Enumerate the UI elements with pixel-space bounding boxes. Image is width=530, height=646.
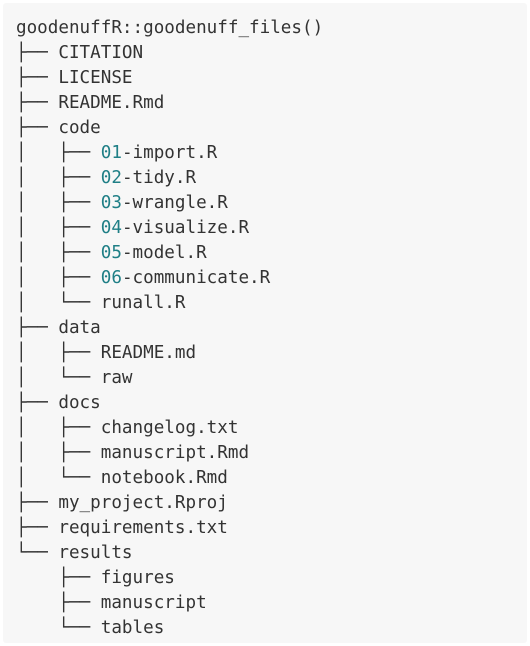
tree-entry-name: manuscript.Rmd xyxy=(100,443,250,463)
tree-branch-connector: │ ├── xyxy=(16,193,101,213)
tree-branch-connector: │ ├── xyxy=(16,443,101,463)
tree-entry: │ └── runall.R xyxy=(16,291,323,316)
tree-branch-connector: │ ├── xyxy=(16,243,101,263)
tree-entry: │ ├── 03-wrangle.R xyxy=(16,191,323,216)
tree-entry: │ ├── 01-import.R xyxy=(16,141,323,166)
tree-entry-name: figures xyxy=(100,568,175,588)
root-command: goodenuffR::goodenuff_files() xyxy=(16,18,324,38)
tree-branch-connector: │ └── xyxy=(16,368,101,388)
tree-branch-connector: ├── xyxy=(16,493,59,513)
tree-entry-name: my_project.Rproj xyxy=(58,493,228,513)
tree-entry-name: data xyxy=(58,318,101,338)
tree-branch-connector: ├── xyxy=(16,43,59,63)
tree-branch-connector: ├── xyxy=(16,593,101,613)
tree-branch-connector: │ ├── xyxy=(16,168,101,188)
tree-entry-name: LICENSE xyxy=(58,68,133,88)
file-number-prefix: 01 xyxy=(100,143,122,163)
tree-entry: ├── my_project.Rproj xyxy=(16,491,323,516)
tree-entry-name: docs xyxy=(58,393,101,413)
tree-entry-name: -visualize.R xyxy=(121,218,250,238)
tree-branch-connector: ├── xyxy=(16,393,59,413)
tree-entry-name: -communicate.R xyxy=(121,268,271,288)
tree-branch-connector: ├── xyxy=(16,118,59,138)
tree-branch-connector: │ ├── xyxy=(16,143,101,163)
tree-entry: │ ├── 04-visualize.R xyxy=(16,216,323,241)
tree-entry-name: -import.R xyxy=(121,143,218,163)
code-output-panel: goodenuffR::goodenuff_files()├── CITATIO… xyxy=(3,3,527,643)
tree-entry: │ ├── changelog.txt xyxy=(16,416,323,441)
tree-entry-name: -wrangle.R xyxy=(121,193,228,213)
tree-entry-name: tables xyxy=(100,618,165,638)
tree-entry: ├── manuscript xyxy=(16,591,323,616)
tree-entry: ├── docs xyxy=(16,391,323,416)
tree-entry-name: notebook.Rmd xyxy=(100,468,228,488)
tree-branch-connector: ├── xyxy=(16,568,101,588)
tree-entry-name: changelog.txt xyxy=(100,418,239,438)
tree-entry: └── tables xyxy=(16,616,323,641)
tree-entry-name: CITATION xyxy=(58,43,144,63)
tree-entry: ├── README.Rmd xyxy=(16,91,323,116)
tree-branch-connector: │ ├── xyxy=(16,218,101,238)
tree-entry-name: -model.R xyxy=(121,243,207,263)
tree-entry: ├── CITATION xyxy=(16,41,323,66)
tree-branch-connector: ├── xyxy=(16,93,59,113)
tree-branch-connector: └── xyxy=(16,618,101,638)
tree-branch-connector: └── xyxy=(16,543,59,563)
tree-entry: │ ├── 02-tidy.R xyxy=(16,166,323,191)
tree-branch-connector: │ ├── xyxy=(16,418,101,438)
tree-entry: │ ├── manuscript.Rmd xyxy=(16,441,323,466)
tree-branch-connector: ├── xyxy=(16,68,59,88)
tree-entry: │ └── raw xyxy=(16,366,323,391)
tree-branch-connector: │ └── xyxy=(16,293,101,313)
file-tree: goodenuffR::goodenuff_files()├── CITATIO… xyxy=(16,16,323,641)
tree-branch-connector: │ ├── xyxy=(16,343,101,363)
tree-entry-name: requirements.txt xyxy=(58,518,228,538)
file-number-prefix: 06 xyxy=(100,268,122,288)
tree-entry: ├── figures xyxy=(16,566,323,591)
tree-entry-name: -tidy.R xyxy=(121,168,197,188)
tree-entry: │ └── notebook.Rmd xyxy=(16,466,323,491)
tree-entry-name: README.md xyxy=(100,343,197,363)
tree-entry: ├── data xyxy=(16,316,323,341)
tree-entry: ├── requirements.txt xyxy=(16,516,323,541)
tree-entry: ├── LICENSE xyxy=(16,66,323,91)
tree-entry: │ ├── 05-model.R xyxy=(16,241,323,266)
tree-branch-connector: │ ├── xyxy=(16,268,101,288)
tree-entry-name: code xyxy=(58,118,101,138)
tree-entry-name: runall.R xyxy=(100,293,186,313)
tree-entry-name: raw xyxy=(100,368,133,388)
file-number-prefix: 03 xyxy=(100,193,122,213)
file-number-prefix: 02 xyxy=(100,168,122,188)
tree-entry-name: README.Rmd xyxy=(58,93,165,113)
file-number-prefix: 05 xyxy=(100,243,122,263)
tree-entry-name: results xyxy=(58,543,133,563)
tree-branch-connector: ├── xyxy=(16,518,59,538)
tree-entry-name: manuscript xyxy=(100,593,207,613)
tree-entry: ├── code xyxy=(16,116,323,141)
tree-entry: │ ├── README.md xyxy=(16,341,323,366)
tree-entry: └── results xyxy=(16,541,323,566)
file-number-prefix: 04 xyxy=(100,218,122,238)
tree-branch-connector: ├── xyxy=(16,318,59,338)
tree-entry: │ ├── 06-communicate.R xyxy=(16,266,323,291)
tree-branch-connector: │ └── xyxy=(16,468,101,488)
